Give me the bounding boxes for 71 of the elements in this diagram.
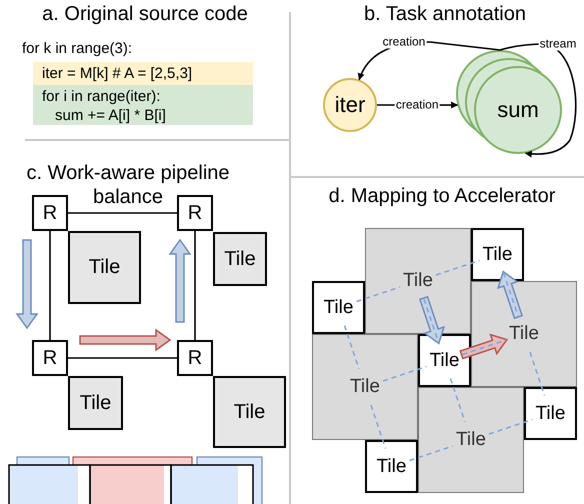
tile-box [418,334,471,387]
connector-line [194,231,196,340]
node-label: R [188,202,202,224]
dashed-connector [423,298,440,343]
tile-box [524,387,577,440]
panel-heading: d. Mapping to Accelerator [328,185,556,208]
dashed-connector [356,286,400,302]
dashed-connector [382,366,427,382]
dashed-connector [409,445,454,462]
code-line: for k in range(3): [22,40,132,57]
tile-box [68,376,123,430]
connector-line [68,212,177,214]
node-label: Tile [234,400,266,424]
dashed-connector [529,352,546,396]
edge-label: creation [382,36,426,48]
tile-box [365,228,471,334]
node-label: R [188,346,202,370]
tile-box [312,281,365,334]
block-arrow [496,270,524,320]
tile-box [365,440,418,493]
node-label: Tile [350,376,380,398]
block-arrow [79,328,172,352]
node-label: sum [497,97,539,123]
router-box [32,340,68,376]
tile-box [471,281,577,387]
dashed-connector [488,418,533,435]
router-box [177,340,213,376]
node-label: Tile [482,244,512,266]
task-circle [323,78,377,132]
node-label: R [42,346,58,370]
block-arrow [16,239,38,330]
code-line: iter = M[k] # A = [2,5,3] [42,64,194,83]
dashed-connector [370,404,386,449]
router-box [177,195,213,231]
node-label: Tile [80,392,112,414]
block-arrow [459,333,508,360]
tile-box [213,232,267,286]
node-label: Tile [456,429,486,451]
connector-line [49,231,51,340]
highlighted-code-block [33,62,253,85]
router-box [32,195,68,231]
node-label: Tile [536,402,566,424]
tile-box [68,231,141,304]
code-line: for i in range(iter): [42,87,162,106]
tile-box [312,334,418,440]
node-label: Tile [376,456,406,478]
dashed-connector [502,272,519,316]
arrow [500,43,577,158]
tile-box [418,387,524,493]
dashed-connector [344,325,360,370]
node-label: Tile [430,350,460,372]
highlighted-code-block [33,85,253,125]
code-line: sum += A[i] * B[i] [54,106,167,125]
edge-label: creation [394,98,440,112]
connector-line [68,357,177,359]
dashed-connector [436,260,480,276]
node-label: Tile [224,248,256,270]
node-label: iter [334,92,366,118]
tile-box [213,376,286,448]
block-arrow [168,238,192,323]
node-label: Tile [88,256,120,279]
stacked-task-circles [456,50,562,154]
node-label: Tile [403,270,433,292]
edge-label: stream [538,38,578,50]
block-arrow [418,296,446,345]
tile-box [471,228,524,281]
dashed-connector [450,378,466,422]
panel-heading: a. Original source code [41,3,249,26]
node-label: Tile [509,323,539,345]
node-label: Tile [324,296,354,318]
panel-heading: b. Task annotation [363,3,527,26]
